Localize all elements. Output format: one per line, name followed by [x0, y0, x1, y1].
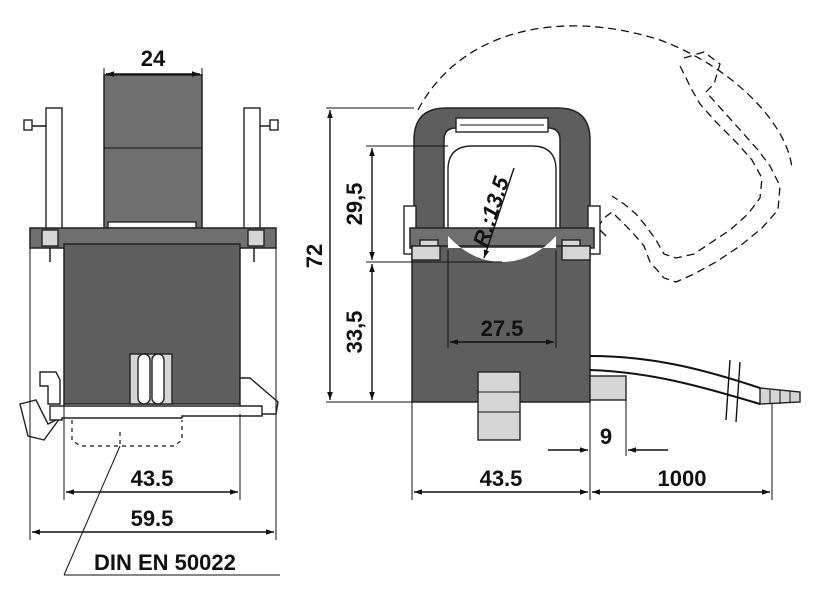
terminal-block: [129, 353, 173, 405]
dim-lower-height: 33,5: [342, 311, 367, 354]
dim-total-height: 72: [302, 244, 327, 268]
dim-upper-height: 29,5: [342, 183, 367, 226]
bottom-tab: [477, 371, 521, 441]
dim-aperture-width: 27.5: [481, 316, 524, 341]
open-jaw-outline: [417, 25, 793, 171]
dim-left-outer-width: 59.5: [131, 506, 174, 531]
dim-left-inner-width: 43.5: [131, 466, 174, 491]
top-block: [103, 74, 203, 238]
cable-gland: [589, 375, 627, 401]
right-view: 72 29,5 33,5 R.:13.5 27.5 43.5 9 1000: [302, 25, 801, 500]
din-standard-label: DIN EN 50022: [94, 550, 236, 575]
dim-right-width: 43.5: [480, 466, 523, 491]
top-block-slot: [107, 221, 197, 229]
din-rail: [49, 405, 263, 421]
dim-cable-offset: 9: [600, 424, 612, 449]
dim-cable-length: 1000: [658, 466, 707, 491]
left-view: 24 43.5 59.5 DIN EN 50022: [19, 46, 280, 576]
dim-top-width: 24: [141, 46, 166, 71]
